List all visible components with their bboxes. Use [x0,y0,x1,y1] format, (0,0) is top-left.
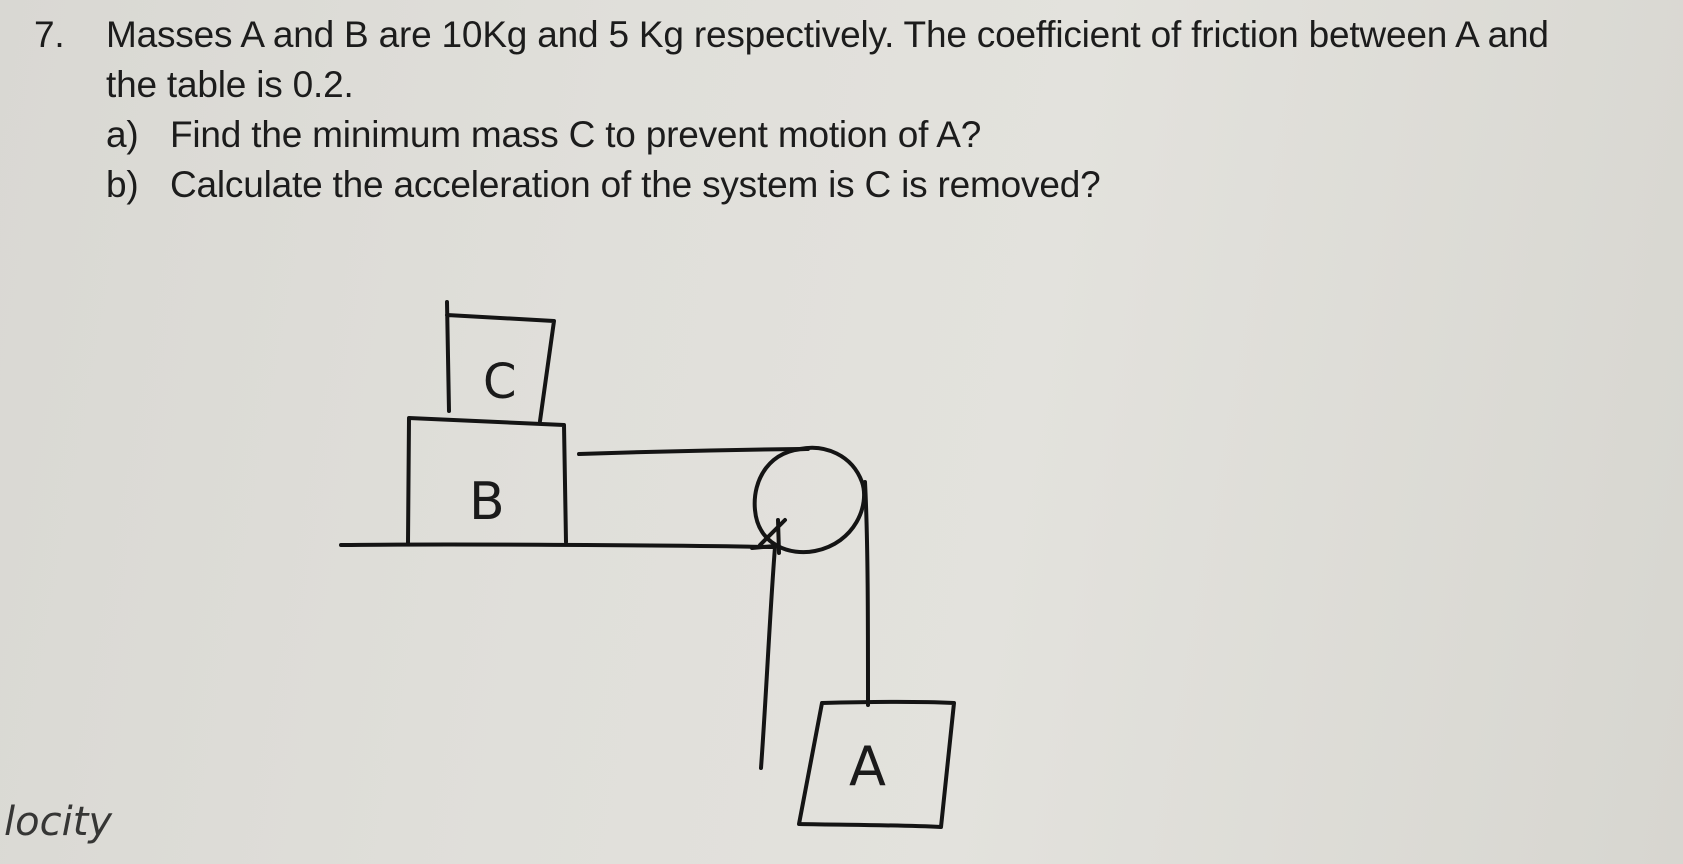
sub-question-a-letter: a) [106,114,139,155]
margin-scribble: locity [4,799,113,845]
pulley-wheel [752,445,867,555]
table-surface-line [339,542,777,549]
question-text-line-2: the table is 0.2. [106,64,354,105]
sub-question-a: a) Find the minimum mass C to prevent mo… [34,110,1654,160]
block-c-outline [445,300,556,423]
sub-question-b-letter: b) [106,164,139,205]
block-b-label: B [469,472,505,532]
block-a-outline [797,699,956,829]
sub-question-b-text: Calculate the acceleration of the system… [170,164,1101,205]
sub-question-b: b) Calculate the acceleration of the sys… [34,160,1654,210]
question-line-2: the table is 0.2. [34,60,1654,110]
string-vertical [863,480,870,707]
block-b-outline [406,416,568,545]
pulley-mount [750,518,787,555]
table-edge-line [759,545,777,770]
question-text-line-1: Masses A and B are 10Kg and 5 Kg respect… [106,14,1549,55]
block-a-label: A [849,735,886,798]
string-horizontal [577,447,802,456]
question-line-1: 7. Masses A and B are 10Kg and 5 Kg resp… [34,10,1654,60]
sub-question-a-text: Find the minimum mass C to prevent motio… [170,114,982,155]
block-c-label: C [483,354,517,410]
question-block: 7. Masses A and B are 10Kg and 5 Kg resp… [34,10,1654,210]
question-number: 7. [34,14,65,55]
